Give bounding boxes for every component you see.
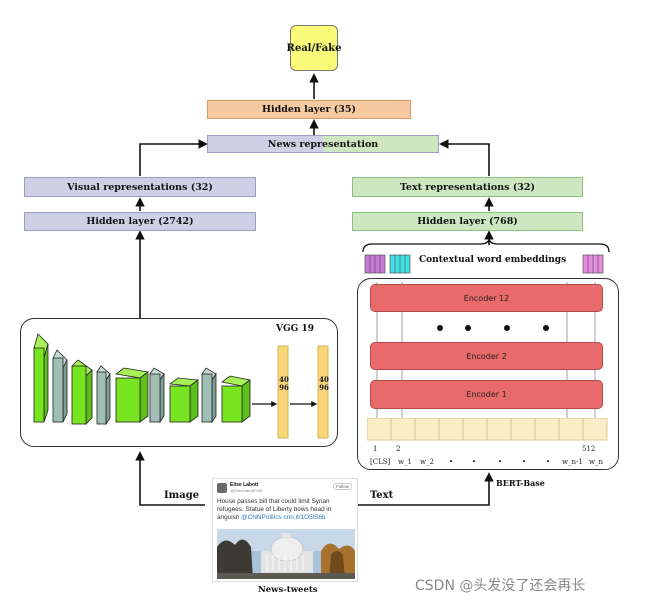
- token-w1: w_1: [398, 458, 412, 466]
- hidden-2742-label: Hidden layer (2742): [86, 216, 194, 227]
- token-dot: •: [449, 458, 454, 466]
- token-cells: [367, 418, 608, 441]
- conv-block-1: [33, 333, 49, 423]
- embedding-wn: [582, 254, 604, 274]
- arrow-text-input: [358, 472, 494, 506]
- encoder-1: Encoder 1: [370, 380, 603, 409]
- encoder-12: Encoder 12: [370, 284, 603, 312]
- tweet-card: Elise Labott @EliseLabottCNN Follow Hous…: [212, 478, 358, 582]
- token-dot: •: [546, 458, 551, 466]
- arrow-visual-to-news: [139, 139, 208, 176]
- text-repr-label: Text representations (32): [399, 181, 536, 193]
- visual-repr-label: Visual representations (32): [67, 181, 213, 193]
- bert-base-label: BERT-Base: [496, 478, 545, 488]
- embedding-w1: [389, 254, 411, 274]
- news-representation: News representation: [207, 135, 439, 153]
- tweet-text: House passes bill that could limit Syria…: [217, 498, 332, 521]
- tweet-handle: @EliseLabottCNN: [230, 488, 263, 493]
- tweet-avatar: [217, 483, 227, 493]
- vgg19-label: VGG 19: [276, 324, 315, 334]
- news-representation-label: News representation: [267, 138, 379, 150]
- fc1-label: 4096: [279, 375, 289, 392]
- pos-1: 1: [373, 445, 378, 453]
- hidden-768-label: Hidden layer (768): [417, 216, 518, 227]
- fc-layer-2: [317, 345, 329, 439]
- text-input-label: Text: [370, 490, 394, 501]
- conv-block-4: [168, 377, 200, 423]
- pool-4: [201, 367, 217, 424]
- embedding-brace: [362, 237, 610, 253]
- token-wn: w_n: [589, 458, 603, 466]
- token-cls: [CLS]: [370, 458, 391, 466]
- token-dot: •: [522, 458, 527, 466]
- pos-2: 2: [396, 445, 401, 453]
- visual-representations: Visual representations (32): [24, 177, 256, 197]
- tweet-photo: [217, 529, 355, 579]
- conv-block-2: [71, 359, 93, 425]
- encoder-2-label: Encoder 2: [466, 351, 507, 361]
- token-dot: •: [472, 458, 477, 466]
- arrow-text-to-news: [439, 139, 490, 176]
- news-repr-text-half: [323, 136, 438, 152]
- encoder-2: Encoder 2: [370, 342, 603, 370]
- embedding-cls: [364, 254, 386, 274]
- hidden-layer-35-label: Hidden layer (35): [262, 104, 356, 115]
- tweet-user: Elise Labott: [230, 482, 259, 488]
- output-node: Real/Fake: [287, 25, 341, 71]
- pool-2: [96, 365, 111, 426]
- tweet-link[interactable]: @CNNPolitics cnn.it/1O5lS6b: [241, 514, 326, 521]
- encoder-1-label: Encoder 1: [466, 390, 507, 399]
- image-input-label: Image: [164, 490, 200, 501]
- token-wn-1: w_n-1: [562, 458, 583, 466]
- watermark: CSDN @头发没了还会再长: [415, 578, 586, 594]
- hidden-layer-2742: Hidden layer (2742): [24, 212, 256, 231]
- conv-block-5: [221, 375, 251, 423]
- news-tweets-label: News-tweets: [258, 585, 318, 595]
- token-w2: w_2: [420, 458, 434, 466]
- hidden-layer-768: Hidden layer (768): [352, 212, 583, 231]
- contextual-embeddings-label: Contextual word embeddings: [419, 255, 567, 265]
- text-representations: Text representations (32): [352, 177, 583, 197]
- vgg19-layers: [33, 333, 329, 439]
- hidden-layer-35: Hidden layer (35): [207, 100, 411, 119]
- fc-layer-1: [277, 345, 289, 439]
- token-dot: •: [498, 458, 503, 466]
- news-repr-visual-half: [208, 136, 323, 152]
- encoder-12-label: Encoder 12: [463, 293, 510, 303]
- conv-block-3: [115, 367, 149, 423]
- tweet-follow-button[interactable]: Follow: [333, 483, 353, 490]
- arrow-image-input: [135, 451, 205, 506]
- pool-1: [52, 349, 68, 423]
- tweet-body: House passes bill that could limit Syria…: [217, 498, 355, 522]
- embedding-vectors: [364, 254, 604, 274]
- fc2-label: 4096: [319, 375, 329, 392]
- encoder-ellipsis: [437, 325, 549, 331]
- pool-3: [149, 367, 165, 424]
- output-label: Real/Fake: [286, 42, 342, 54]
- pos-512: 512: [582, 445, 596, 453]
